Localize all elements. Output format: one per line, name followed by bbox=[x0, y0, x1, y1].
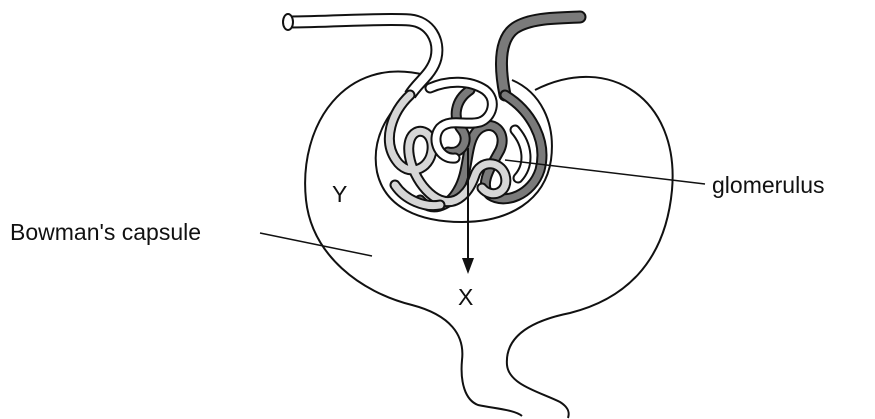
label-x: X bbox=[458, 284, 473, 310]
arrow-x-head bbox=[462, 258, 474, 274]
efferent-arteriole bbox=[501, 17, 580, 95]
label-bowmans-capsule: Bowman's capsule bbox=[10, 219, 201, 245]
label-glomerulus: glomerulus bbox=[712, 172, 825, 198]
label-y: Y bbox=[332, 181, 347, 207]
afferent-arteriole bbox=[290, 19, 437, 95]
afferent-arteriole-opening bbox=[283, 14, 293, 30]
